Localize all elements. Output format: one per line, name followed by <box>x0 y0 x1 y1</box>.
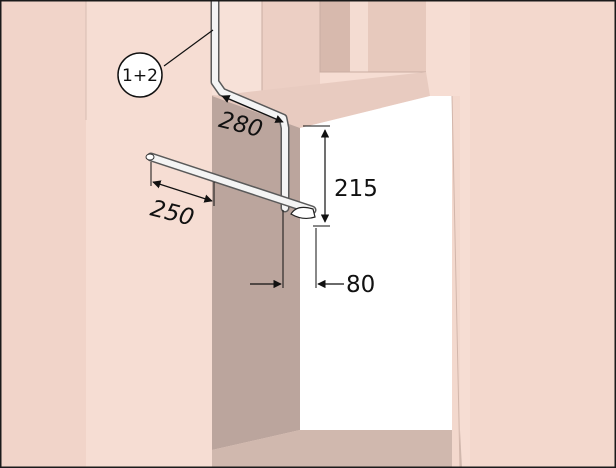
upper-block-left-side <box>262 0 320 96</box>
niche-floor <box>212 430 462 468</box>
callout-label: 1+2 <box>122 66 158 86</box>
hanger-connector <box>290 206 316 220</box>
callout-circle <box>117 52 163 98</box>
dim-215-label: 215 <box>334 176 378 202</box>
wall-left-plane <box>0 0 86 468</box>
hanger-rod-end-cap <box>145 153 155 161</box>
dim-280-line <box>221 95 284 123</box>
upper-blocks-outline-2 <box>319 0 426 73</box>
wall-right-shadow <box>470 0 616 468</box>
dim-80-label: 80 <box>346 272 375 298</box>
upper-block-right-side <box>368 0 426 72</box>
upper-block-left <box>212 0 262 96</box>
callout-leader <box>163 29 214 67</box>
niche-opening <box>300 96 460 468</box>
niche-right-jamb <box>430 96 460 468</box>
hanger-rod <box>145 152 317 220</box>
upper-block-right <box>350 0 368 72</box>
niche-right-edge <box>451 95 461 468</box>
dim-250-line <box>152 180 213 203</box>
upper-block-middle <box>320 0 350 72</box>
